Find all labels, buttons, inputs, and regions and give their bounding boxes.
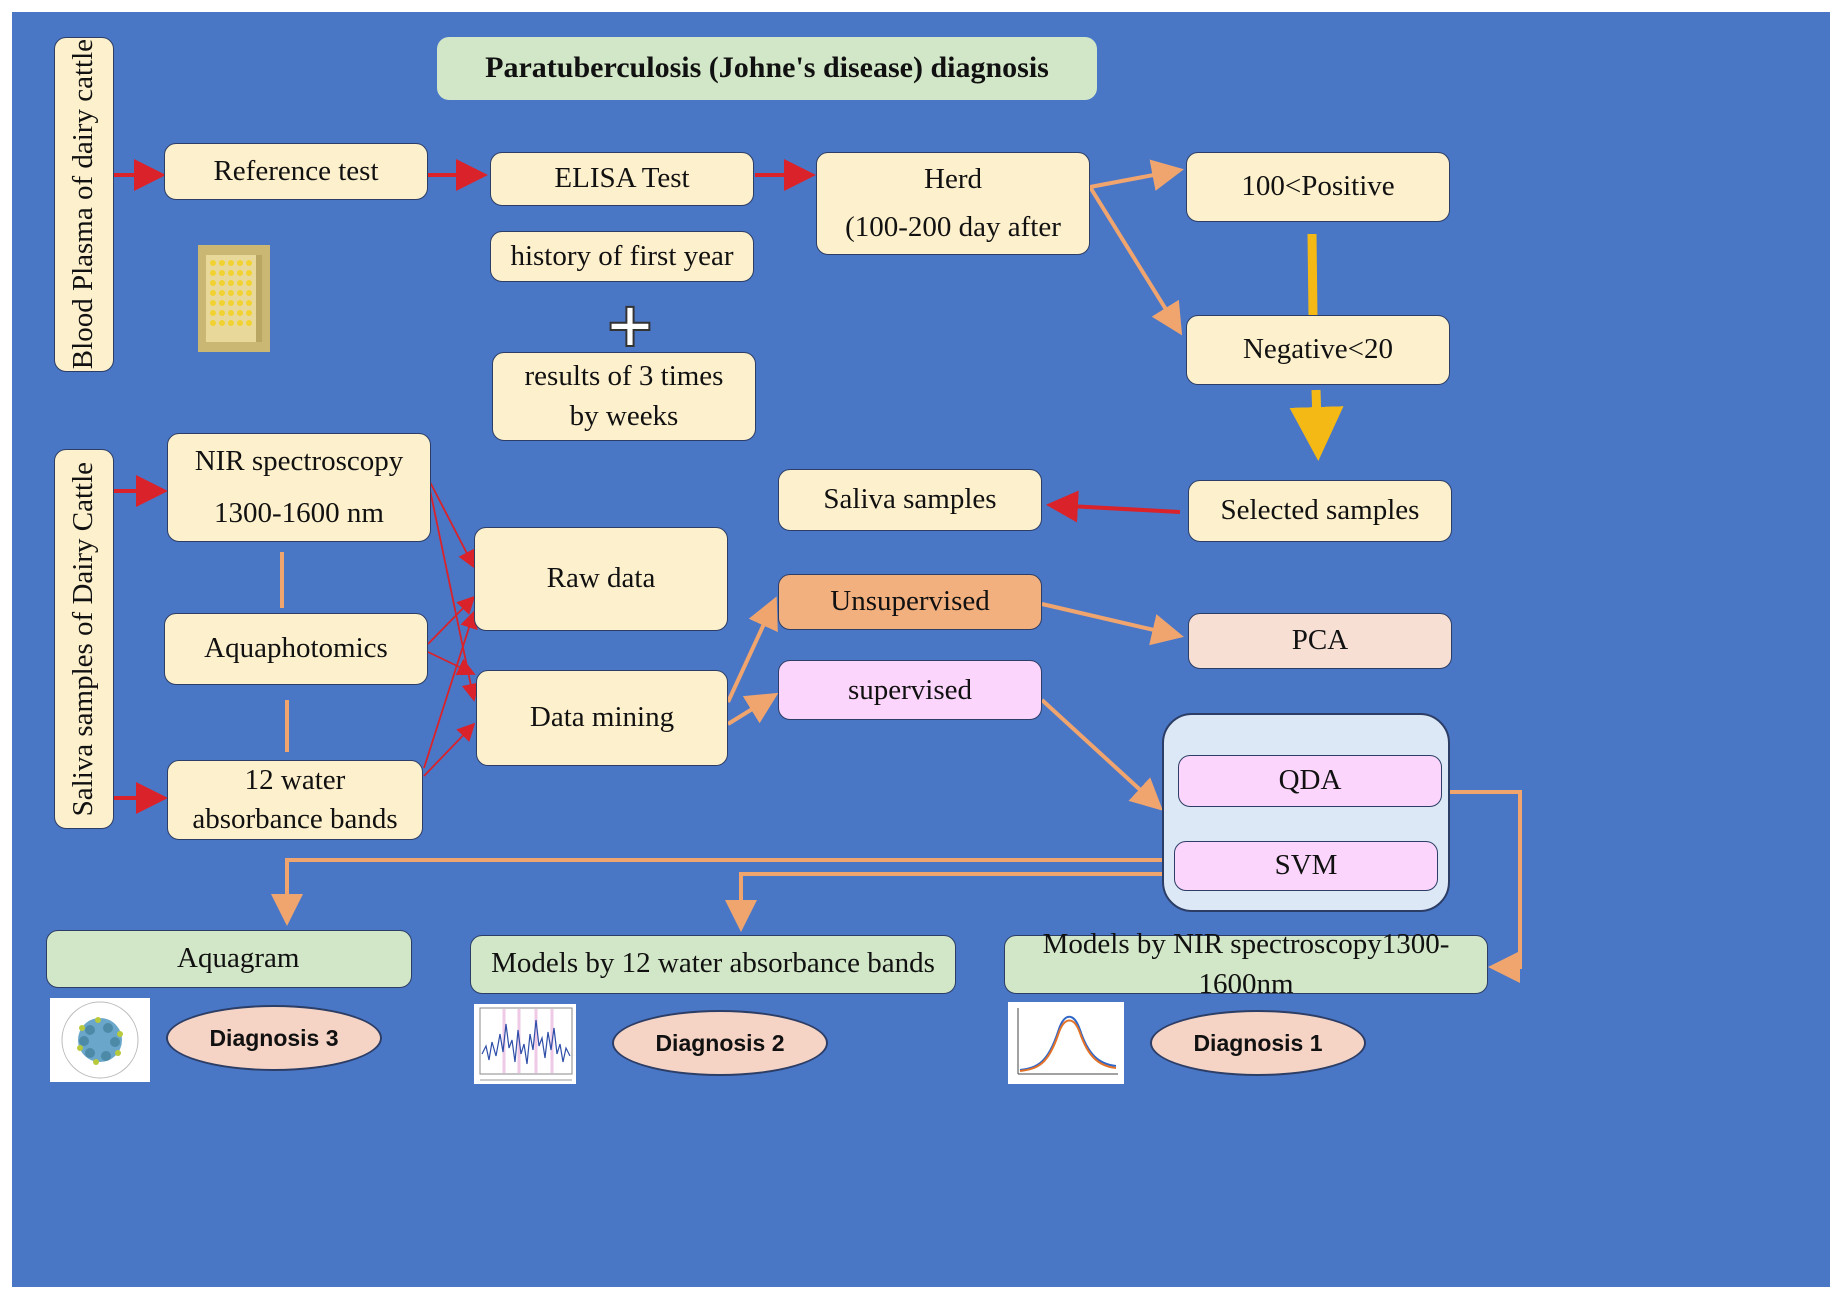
reference-test-box: Reference test bbox=[164, 143, 428, 200]
arrow-nir-to-mining bbox=[429, 489, 480, 702]
elisa-test-box: ELISA Test bbox=[490, 152, 754, 206]
negative-box: Negative<20 bbox=[1186, 315, 1450, 385]
herd-subtitle: (100-200 day after bbox=[845, 210, 1061, 243]
diagnosis-3-badge: Diagnosis 3 bbox=[166, 1005, 382, 1071]
arrow-herd-to-negative bbox=[1088, 185, 1183, 336]
blood-plasma-text: Blood Plasma of dairy cattle bbox=[67, 39, 100, 370]
arrow-unsupervised-to-pca bbox=[1041, 602, 1184, 646]
arrow-supervised-to-models bbox=[1040, 698, 1163, 811]
water-bands-spectrum-image bbox=[474, 1004, 576, 1084]
models-water-bands-box: Models by 12 water absorbance bands bbox=[470, 935, 956, 994]
plus-icon: + bbox=[603, 288, 657, 361]
arrow-aqua-to-mining bbox=[427, 651, 476, 676]
arrow-models-to-aquagram bbox=[271, 858, 1162, 926]
results-box: results of 3 times by weeks bbox=[492, 352, 756, 441]
saliva-samples-box: Saliva samples bbox=[778, 469, 1042, 531]
pca-box: PCA bbox=[1188, 613, 1452, 669]
positive-box: 100<Positive bbox=[1186, 152, 1450, 222]
nir-title: NIR spectroscopy bbox=[194, 445, 404, 478]
herd-box: Herd (100-200 day after bbox=[816, 152, 1090, 255]
blood-plasma-label: Blood Plasma of dairy cattle bbox=[54, 37, 114, 372]
aquaphotomics-box: Aquaphotomics bbox=[164, 613, 428, 685]
qda-box: QDA bbox=[1178, 755, 1442, 807]
elisa-plate-graphic bbox=[206, 255, 262, 342]
arrow-nir-to-raw bbox=[429, 481, 475, 569]
diagnosis-1-badge: Diagnosis 1 bbox=[1150, 1010, 1366, 1076]
herd-title: Herd bbox=[924, 163, 982, 196]
aquagram-box: Aquagram bbox=[46, 930, 412, 988]
saliva-samples-text: Saliva samples of Dairy Cattle bbox=[67, 461, 100, 817]
water-bands-spectrum-graphic bbox=[479, 1007, 573, 1081]
nir-spectrum-graphic bbox=[1017, 1008, 1118, 1075]
arrow-selected-to-saliva bbox=[1046, 490, 1181, 523]
supervised-box: supervised bbox=[778, 660, 1042, 720]
selected-samples-box: Selected samples bbox=[1188, 480, 1452, 542]
svm-box: SVM bbox=[1174, 841, 1438, 891]
diagnosis-2-badge: Diagnosis 2 bbox=[612, 1010, 828, 1076]
nir-range: 1300-1600 nm bbox=[214, 496, 384, 529]
data-mining-box: Data mining bbox=[476, 670, 728, 766]
history-box: history of first year bbox=[490, 231, 754, 282]
arrow-aqua-to-raw bbox=[427, 595, 476, 645]
arrow-models-to-water-models bbox=[725, 872, 1162, 932]
water-bands-box: 12 water absorbance bands bbox=[167, 760, 423, 840]
diagram-title: Paratuberculosis (Johne's disease) diagn… bbox=[437, 37, 1097, 100]
arrow-herd-to-positive bbox=[1089, 159, 1184, 191]
aquagram-image bbox=[50, 998, 150, 1082]
unsupervised-box: Unsupervised bbox=[778, 574, 1042, 630]
arrow-bands-to-raw bbox=[423, 610, 478, 769]
arrow-negative-to-selected bbox=[1289, 389, 1344, 461]
raw-data-box: Raw data bbox=[474, 527, 728, 631]
diagram-canvas: Paratuberculosis (Johne's disease) diagn… bbox=[12, 12, 1830, 1287]
connector-positive-negative bbox=[1307, 233, 1318, 318]
nir-spectroscopy-box: NIR spectroscopy 1300-1600 nm bbox=[167, 433, 431, 542]
aquagram-graphic bbox=[61, 1001, 139, 1079]
elisa-plate-image bbox=[198, 245, 270, 352]
arrow-mining-to-unsupervised bbox=[726, 596, 778, 703]
saliva-samples-label: Saliva samples of Dairy Cattle bbox=[54, 449, 114, 829]
nir-spectrum-image bbox=[1008, 1002, 1124, 1084]
arrow-bands-to-mining bbox=[423, 722, 476, 777]
models-nir-box: Models by NIR spectroscopy1300-1600nm bbox=[1004, 928, 1488, 1000]
arrow-mining-to-supervised bbox=[726, 692, 779, 726]
